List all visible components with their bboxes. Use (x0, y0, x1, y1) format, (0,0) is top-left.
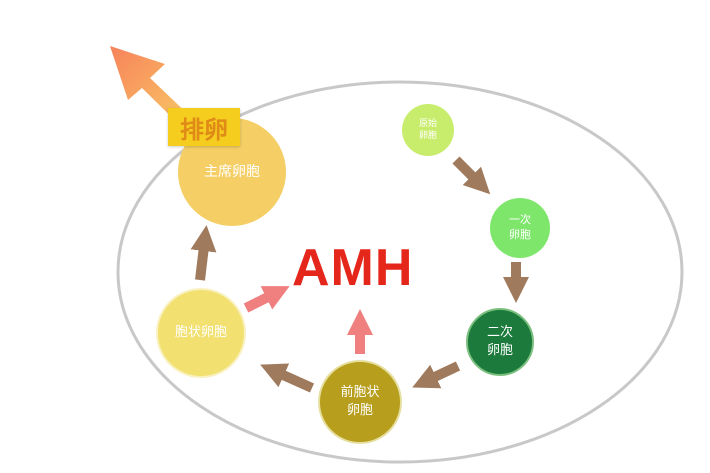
arrow-primordial-to-primary (452, 156, 491, 195)
amh-title: AMH (292, 239, 414, 297)
arrow-secondary-to-preantral (412, 361, 461, 389)
dominant-follicle: 主席卵胞 (178, 118, 286, 226)
ovulation-label: 排卵 (168, 108, 240, 146)
primordial-follicle: 原始 卵胞 (402, 104, 454, 156)
secondary-follicle: 二次 卵胞 (466, 308, 534, 376)
primary-follicle: 一次 卵胞 (490, 198, 550, 258)
antral-follicle: 胞状卵胞 (156, 288, 246, 378)
cycle-ellipse (116, 80, 684, 464)
arrow-antral-to-dominant (190, 225, 217, 281)
amh-arrow-antral (243, 286, 290, 313)
preantral-follicle: 前胞状 卵胞 (318, 360, 402, 444)
arrow-preantral-to-antral (260, 363, 315, 393)
